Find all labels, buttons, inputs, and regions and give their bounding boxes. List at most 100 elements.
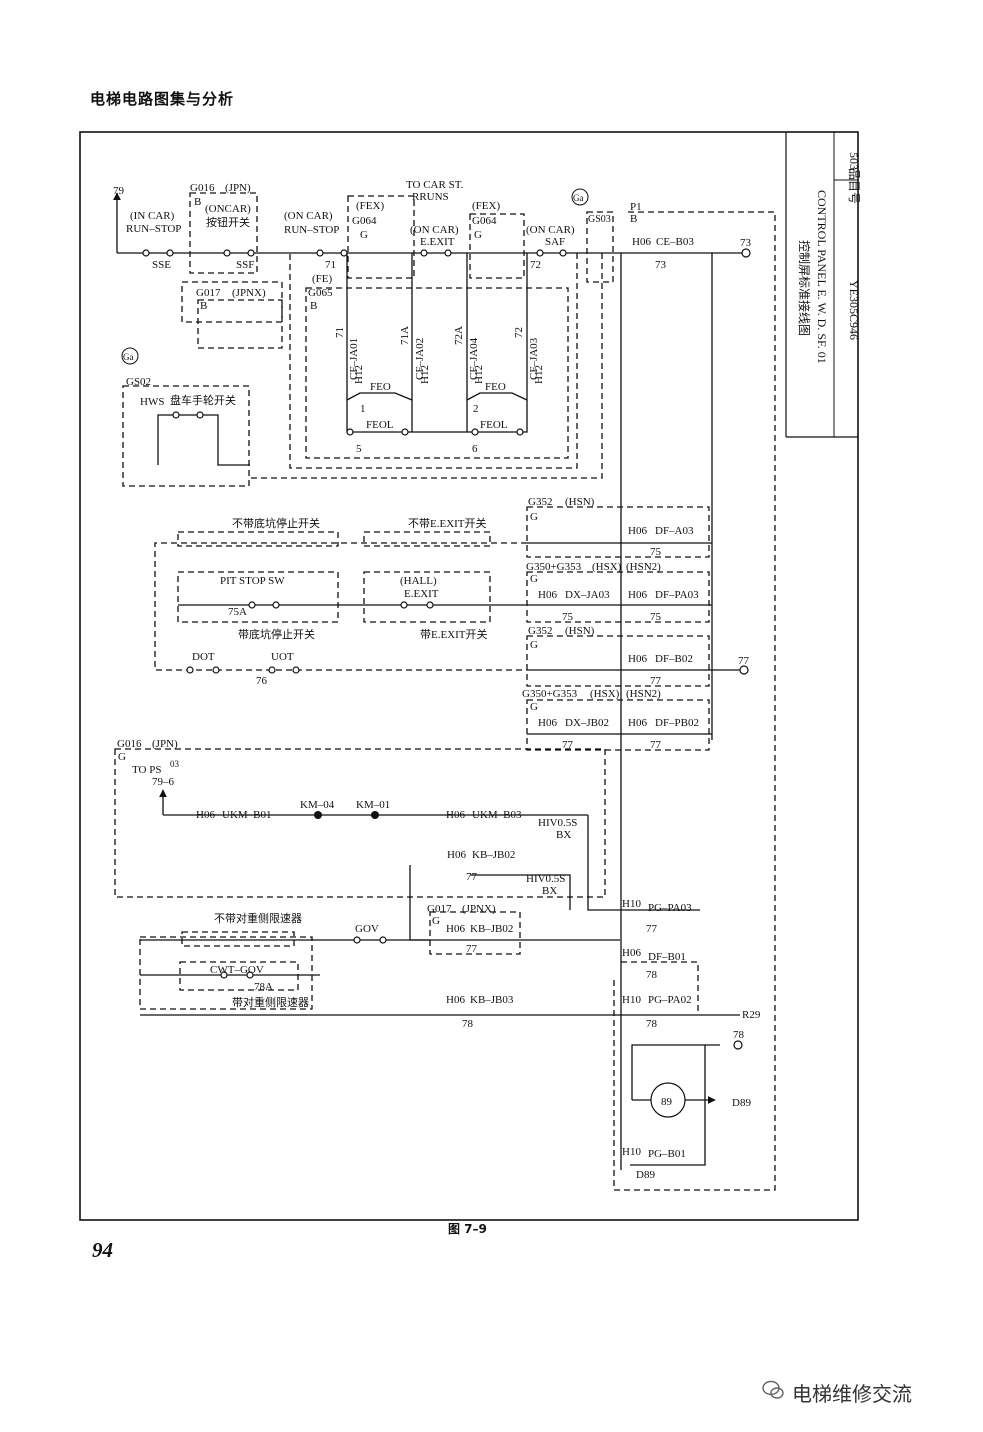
label-g350-g353: G350+G353 bbox=[522, 688, 578, 700]
label-89: 89 bbox=[661, 1096, 673, 1108]
label-no-eexit: 不带E.EXIT开关 bbox=[408, 516, 487, 530]
label-75: 75 bbox=[650, 546, 662, 558]
title-en: CONTROL PANEL E. W. D. SF. 01 bbox=[815, 190, 829, 364]
label-h06: H06 bbox=[628, 589, 647, 601]
label-75a: 75A bbox=[228, 606, 247, 618]
label-h06: H06 bbox=[622, 947, 641, 959]
label-ps03: 03 bbox=[170, 759, 180, 769]
label-cf-ja02: CF–JA02 bbox=[414, 338, 426, 380]
label-run-stop: RUN–STOP bbox=[126, 223, 181, 235]
label-77: 77 bbox=[738, 655, 750, 667]
label-h06: H06 bbox=[538, 717, 557, 729]
label-dot: DOT bbox=[192, 651, 215, 663]
label-feo: FEO bbox=[370, 381, 391, 393]
label-h10: H10 bbox=[622, 1146, 641, 1158]
label-d89: D89 bbox=[732, 1097, 751, 1109]
label-b: B bbox=[310, 300, 317, 312]
label-pg-b01: PG–B01 bbox=[648, 1148, 686, 1160]
label-g: G bbox=[530, 573, 538, 585]
label-g016: G016 bbox=[190, 182, 215, 194]
label-pit-stop: PIT STOP SW bbox=[220, 575, 285, 587]
label-g350-g353: G350+G353 bbox=[526, 561, 582, 573]
label-71: 71 bbox=[334, 327, 346, 338]
code-label: 品目号 bbox=[847, 168, 861, 204]
label-g017: G017 bbox=[196, 287, 221, 299]
label-g064: G064 bbox=[352, 215, 377, 227]
label-h06: H06 bbox=[447, 849, 466, 861]
label-hsx: (HSX) bbox=[590, 688, 620, 700]
label-feol: FEOL bbox=[480, 419, 508, 431]
label-78: 78 bbox=[462, 1018, 474, 1030]
label-hws: HWS bbox=[140, 396, 164, 408]
label-g: G bbox=[118, 751, 126, 763]
label-km-04: KM–04 bbox=[300, 799, 335, 811]
drawing-number: YE305C946 bbox=[847, 280, 861, 340]
drawing-frame bbox=[79, 131, 859, 1221]
label-b: B bbox=[200, 300, 207, 312]
label-bx: BX bbox=[542, 885, 557, 897]
label-g065: G065 bbox=[308, 287, 333, 299]
label-h06: H06 bbox=[446, 994, 465, 1006]
label-kb-jb02: KB–JB02 bbox=[470, 923, 513, 935]
label-h10: H10 bbox=[622, 994, 641, 1006]
label-77: 77 bbox=[650, 675, 662, 687]
label-g017: G017 bbox=[427, 903, 452, 915]
label-bx: BX bbox=[556, 829, 571, 841]
label-to-car: TO CAR ST. bbox=[406, 179, 464, 191]
label-h06: H06 bbox=[538, 589, 557, 601]
label-d89: D89 bbox=[636, 1169, 655, 1181]
label-6: 6 bbox=[472, 443, 478, 455]
label-dx-ja03: DX–JA03 bbox=[565, 589, 610, 601]
label-hsx: (HSX) bbox=[592, 561, 622, 573]
label-78: 78 bbox=[733, 1029, 745, 1041]
label-p1: P1 bbox=[630, 201, 642, 213]
label-feol: FEOL bbox=[366, 419, 394, 431]
label-h06: H06 bbox=[628, 653, 647, 665]
label-h12: H12 bbox=[353, 365, 365, 384]
label-75: 75 bbox=[562, 611, 574, 623]
label-hsn2: (HSN2) bbox=[626, 561, 661, 573]
label-77: 77 bbox=[646, 923, 658, 935]
running-header: 电梯电路图集与分析 bbox=[90, 90, 235, 108]
label-gs03: GS03 bbox=[588, 214, 611, 225]
label-hsn: (HSN) bbox=[565, 625, 595, 637]
label-cf-ja03: CF–JA03 bbox=[528, 337, 540, 380]
label-df-b02: DF–B02 bbox=[655, 653, 693, 665]
label-77: 77 bbox=[466, 943, 478, 955]
label-h06: H06 bbox=[446, 923, 465, 935]
label-pg-pa02: PG–PA02 bbox=[648, 994, 692, 1006]
label-79: 79 bbox=[113, 185, 125, 197]
label-ga: Ga bbox=[123, 352, 134, 362]
label-oncar: (ONCAR) bbox=[205, 203, 251, 215]
label-kb-jb02: KB–JB02 bbox=[472, 849, 515, 861]
label-72: 72 bbox=[513, 327, 525, 338]
label-no-gov: 不带对重侧限速器 bbox=[214, 911, 302, 925]
label-h06: H06 bbox=[196, 809, 215, 821]
label-73: 73 bbox=[655, 259, 667, 271]
label-g064: G064 bbox=[472, 215, 497, 227]
label-button-switch: 按钮开关 bbox=[206, 215, 250, 229]
label-oncar: (ON CAR) bbox=[526, 224, 575, 236]
label-79-6: 79–6 bbox=[152, 776, 175, 788]
label-cf-ja01: CF–JA01 bbox=[348, 338, 360, 380]
label-5: 5 bbox=[356, 443, 362, 455]
watermark-text: 电梯维修交流 bbox=[792, 1382, 912, 1406]
label-h06: H06 bbox=[632, 236, 651, 248]
label-ce-b03: CE–B03 bbox=[656, 236, 694, 248]
label-kb-jb03: KB–JB03 bbox=[470, 994, 514, 1006]
label-g352: G352 bbox=[528, 625, 552, 637]
title-block: 品目号 503 控制屏标准接线图 CONTROL PANEL E. W. D. … bbox=[797, 152, 861, 364]
label-feo: FEO bbox=[485, 381, 506, 393]
label-run-stop: RUN–STOP bbox=[284, 224, 339, 236]
label-ssf: SSF bbox=[236, 259, 254, 271]
label-b: B bbox=[630, 213, 637, 225]
label-jpnx: (JPNX) bbox=[232, 287, 266, 299]
km-nodes bbox=[314, 811, 379, 819]
label-77: 77 bbox=[650, 739, 662, 751]
label-g: G bbox=[530, 511, 538, 523]
label-oncar: (ON CAR) bbox=[410, 224, 459, 236]
label-h12: H12 bbox=[533, 365, 545, 384]
label-h06: H06 bbox=[628, 525, 647, 537]
label-73: 73 bbox=[740, 237, 752, 249]
label-ukm-b01: UKM–B01 bbox=[222, 809, 272, 821]
